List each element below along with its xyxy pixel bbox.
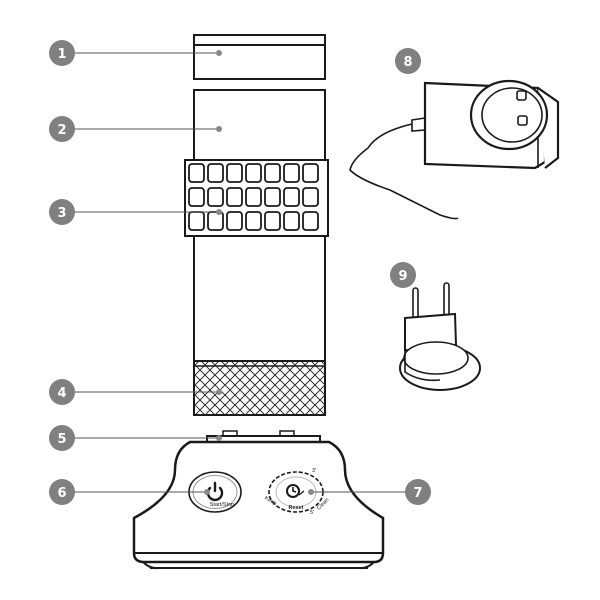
mesh-ring [193,360,326,416]
grip-band [184,159,329,237]
grip-cell [188,211,205,231]
callout-3: 3 [49,199,75,225]
plug-adapter [399,282,481,391]
grip-cell [245,211,262,231]
callout-number: 4 [57,386,66,401]
callout-2: 2 [49,116,75,142]
callout-number: 7 [413,486,422,501]
lid [193,34,326,80]
grip-cell [283,163,300,183]
base [132,430,385,570]
timer-bottom-label: 5' [310,510,314,516]
grip-cell [302,211,319,231]
grip-cell [207,211,224,231]
callout-number: 3 [57,206,66,221]
grip-cell [207,187,224,207]
callout-7: 7 [405,479,431,505]
grip-cell [188,163,205,183]
clock-icon [286,484,305,498]
grip-cell [188,187,205,207]
callout-number: 1 [57,47,66,62]
grip-cell [283,211,300,231]
power-button[interactable]: Start/Stop [188,471,242,513]
grip-cell [245,187,262,207]
callout-4: 4 [49,379,75,405]
grip-cell [226,187,243,207]
callout-1: 1 [49,40,75,66]
callout-number: 8 [403,55,412,70]
grip-cell [207,163,224,183]
power-button-label: Start/Stop [210,502,234,508]
grip-cell [226,211,243,231]
callout-number: 6 [57,486,66,501]
power-adapter [349,79,560,220]
grip-cell [302,163,319,183]
grip-cell [245,163,262,183]
callout-number: 2 [57,123,66,138]
grip-cell [283,187,300,207]
grip-cell [264,163,281,183]
callout-number: 9 [398,269,407,284]
callout-9: 9 [390,262,416,288]
grip-cell [264,187,281,207]
callout-5: 5 [49,425,75,451]
callout-6: 6 [49,479,75,505]
callout-number: 5 [57,432,66,447]
grip-cell [226,163,243,183]
callout-8: 8 [395,48,421,74]
timer-button[interactable]: Reset 3' Keep Clean 5' [263,468,330,516]
timer-top-label: 3' [312,468,316,474]
timer-left-label: Keep [263,495,277,507]
lower-sleeve [193,235,326,362]
upper-sleeve [193,89,326,162]
grip-cell [302,187,319,207]
timer-reset-label: Reset [289,505,304,511]
leader-lines [70,50,418,495]
grip-cell [264,211,281,231]
